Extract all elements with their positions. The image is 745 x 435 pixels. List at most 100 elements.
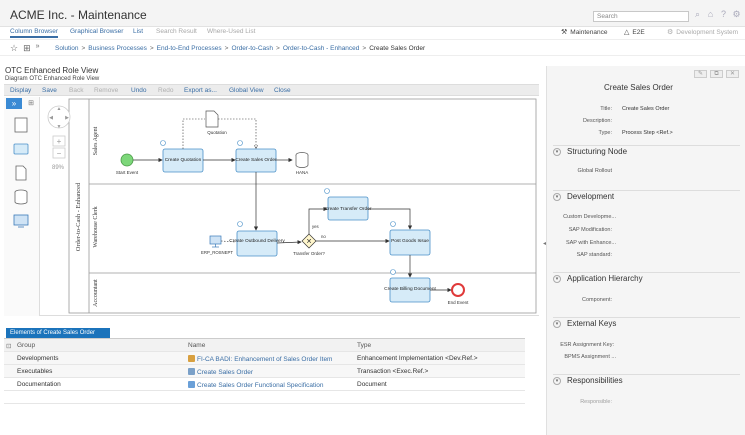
start-event (120, 153, 134, 167)
delete-icon[interactable]: ✕ (726, 70, 739, 78)
display-button[interactable]: Display (10, 87, 32, 94)
pan-control-icon (47, 105, 71, 129)
palette-system-icon[interactable] (12, 213, 30, 229)
elements-tab[interactable]: Elements of Create Sales Order (6, 328, 110, 338)
task-create-transfer-order (327, 196, 369, 221)
tab-graphical-browser[interactable]: Graphical Browser (70, 28, 124, 35)
remove-button[interactable]: Remove (94, 87, 119, 94)
breadcrumb-bar: ☆ ⊞ » Solution> Business Processes> End-… (0, 39, 745, 56)
arrow-right-icon[interactable]: » (35, 43, 40, 50)
settings-icon[interactable]: ⚙ (732, 9, 741, 19)
breadcrumb-icons: ☆ ⊞ » (10, 43, 40, 54)
tab-list[interactable]: List (133, 28, 144, 35)
palette-pool-icon[interactable] (12, 117, 30, 133)
field-label: Responsible: (580, 399, 612, 405)
cell-name-link[interactable]: FI-CA BADI: Enhancement of Sales Order I… (197, 356, 333, 363)
edit-icon[interactable]: ✎ (694, 70, 707, 78)
chevron-down-icon: ▾ (553, 319, 561, 328)
search-input[interactable]: Search (593, 11, 689, 22)
hierarchy-icon[interactable]: ⊞ (23, 43, 31, 53)
binoculars-icon[interactable]: ⌕ (694, 9, 701, 19)
zoom-out-button (52, 147, 66, 159)
breadcrumb-link[interactable]: Business Processes (88, 45, 147, 52)
section-title: External Keys (567, 319, 617, 328)
column-header-group[interactable]: Group (17, 342, 36, 349)
cell-name-link[interactable]: Create Sales Order (197, 369, 253, 376)
export-button[interactable]: Export as... (184, 87, 217, 94)
divider (553, 272, 740, 273)
chevron-down-icon: ▾ (553, 376, 561, 385)
home-icon[interactable]: ⌂ (707, 9, 714, 19)
tab-where-used-list[interactable]: Where-Used List (207, 28, 256, 35)
cell-name[interactable]: Create Sales Order (188, 368, 253, 376)
lane-label-warehouse-clerk: Warehouse Clerk (93, 206, 99, 247)
nav-maintenance-label: Maintenance (570, 28, 608, 36)
global-view-button[interactable]: Global View (229, 87, 264, 94)
task-create-outbound-delivery (236, 230, 278, 257)
section-external-keys[interactable]: ▾ External Keys (553, 319, 616, 328)
palette-document-icon[interactable] (12, 165, 30, 181)
section-structuring-node[interactable]: ▾ Structuring Node (553, 147, 627, 156)
palette-task-icon[interactable] (12, 141, 30, 157)
exclusive-gateway (301, 233, 317, 249)
lane-label-accountant: Accountant (93, 279, 99, 307)
field-value: Process Step <Ref.> (622, 130, 673, 136)
expand-palette-icon[interactable]: » (6, 98, 22, 109)
divider (553, 145, 740, 146)
diagram-subtitle: Diagram OTC Enhanced Role View (5, 76, 100, 82)
field-label: Component: (582, 297, 612, 303)
palette-settings-icon[interactable]: ⊞ (28, 100, 34, 107)
development-object-icon (188, 355, 195, 362)
task-create-sales-order-label: Create Sales Order (235, 157, 277, 163)
cell-name-link[interactable]: Create Sales Order Functional Specificat… (197, 382, 324, 389)
collapse-panel-icon[interactable]: ◂ (543, 241, 547, 247)
gear-icon: ⚙ (667, 29, 674, 36)
table-row[interactable]: Documentation Create Sales Order Functio… (4, 378, 525, 391)
nav-development-system[interactable]: ⚙ Development System (667, 28, 745, 37)
nav-e2e[interactable]: △ E2E (624, 28, 645, 37)
cell-name[interactable]: Create Sales Order Functional Specificat… (188, 381, 323, 389)
palette-database-icon[interactable] (12, 189, 30, 205)
field-label: SAP standard: (576, 252, 612, 258)
zoom-out-icon: − (57, 149, 62, 158)
copy-icon[interactable]: ⧉ (710, 70, 723, 78)
task-marker-icon (237, 221, 243, 227)
favorite-star-icon[interactable]: ☆ (10, 43, 19, 53)
pan-right-icon: ▶ (65, 115, 69, 121)
breadcrumb-link[interactable]: Order-to-Cash - Enhanced (282, 45, 360, 52)
column-header-name[interactable]: Name (188, 342, 206, 349)
section-application-hierarchy[interactable]: ▾ Application Hierarchy (553, 274, 643, 283)
help-icon[interactable]: ? (720, 9, 726, 19)
select-all-icon[interactable]: ⊡ (6, 343, 12, 350)
table-header-row: ⊡ Group Name Type (4, 339, 525, 352)
cell-name[interactable]: FI-CA BADI: Enhancement of Sales Order I… (188, 355, 332, 363)
table-row[interactable]: Executables Create Sales Order Transacti… (4, 365, 525, 378)
nav-maintenance[interactable]: ⚒ Maintenance (561, 28, 608, 37)
field-value: Create Sales Order (622, 106, 670, 112)
tab-column-browser[interactable]: Column Browser (10, 28, 59, 38)
undo-button[interactable]: Undo (131, 87, 147, 94)
lane-label-sales-agent: Sales Agent (93, 126, 99, 155)
diagram-canvas[interactable]: Order-to-Cash - Enhanced Sales Agent War… (40, 97, 539, 316)
close-button[interactable]: Close (274, 87, 291, 94)
section-development[interactable]: ▾ Development (553, 192, 614, 201)
pool-frame (68, 98, 537, 314)
field-label: SAP with Enhance... (565, 240, 616, 246)
nav-development-system-label: Development System (676, 28, 739, 36)
zoom-level: 89% (52, 165, 65, 171)
tab-search-result[interactable]: Search Result (156, 28, 197, 35)
zoom-in-button (52, 135, 66, 147)
breadcrumb-link[interactable]: Solution (55, 45, 79, 52)
task-create-quotation-label: Create Quotation (165, 157, 202, 163)
redo-button[interactable]: Redo (158, 87, 174, 94)
breadcrumb-link[interactable]: Order-to-Cash (231, 45, 274, 52)
save-button[interactable]: Save (42, 87, 57, 94)
quotation-document-icon (205, 110, 219, 128)
section-responsibilities[interactable]: ▾ Responsibilities (553, 376, 623, 385)
hana-label: HANA (296, 170, 309, 175)
column-header-type[interactable]: Type (357, 342, 372, 349)
erp-label: ERP_ROSNEPT (201, 250, 233, 255)
back-button[interactable]: Back (69, 87, 84, 94)
breadcrumb-link[interactable]: End-to-End Processes (156, 45, 222, 52)
table-row[interactable]: Developments FI-CA BADI: Enhancement of … (4, 352, 525, 365)
